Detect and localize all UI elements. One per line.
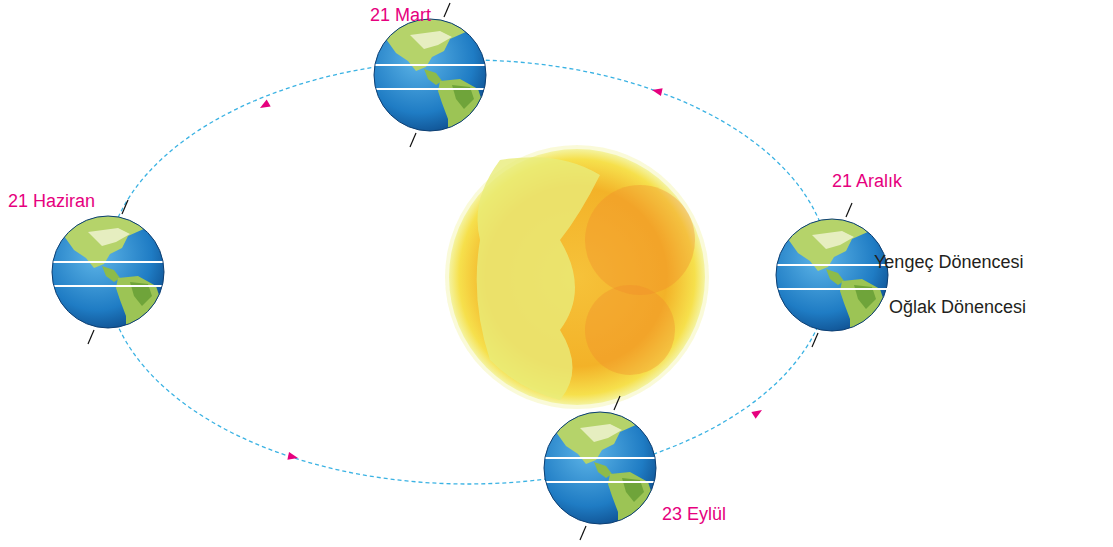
date-label: 21 Aralık bbox=[832, 172, 902, 192]
date-label: 23 Eylül bbox=[662, 505, 726, 525]
tropic-label: Yengeç Dönencesi bbox=[874, 253, 1023, 273]
date-label: 21 Haziran bbox=[8, 192, 95, 212]
tropic-label: Oğlak Dönencesi bbox=[889, 298, 1026, 318]
date-label: 21 Mart bbox=[370, 6, 431, 26]
